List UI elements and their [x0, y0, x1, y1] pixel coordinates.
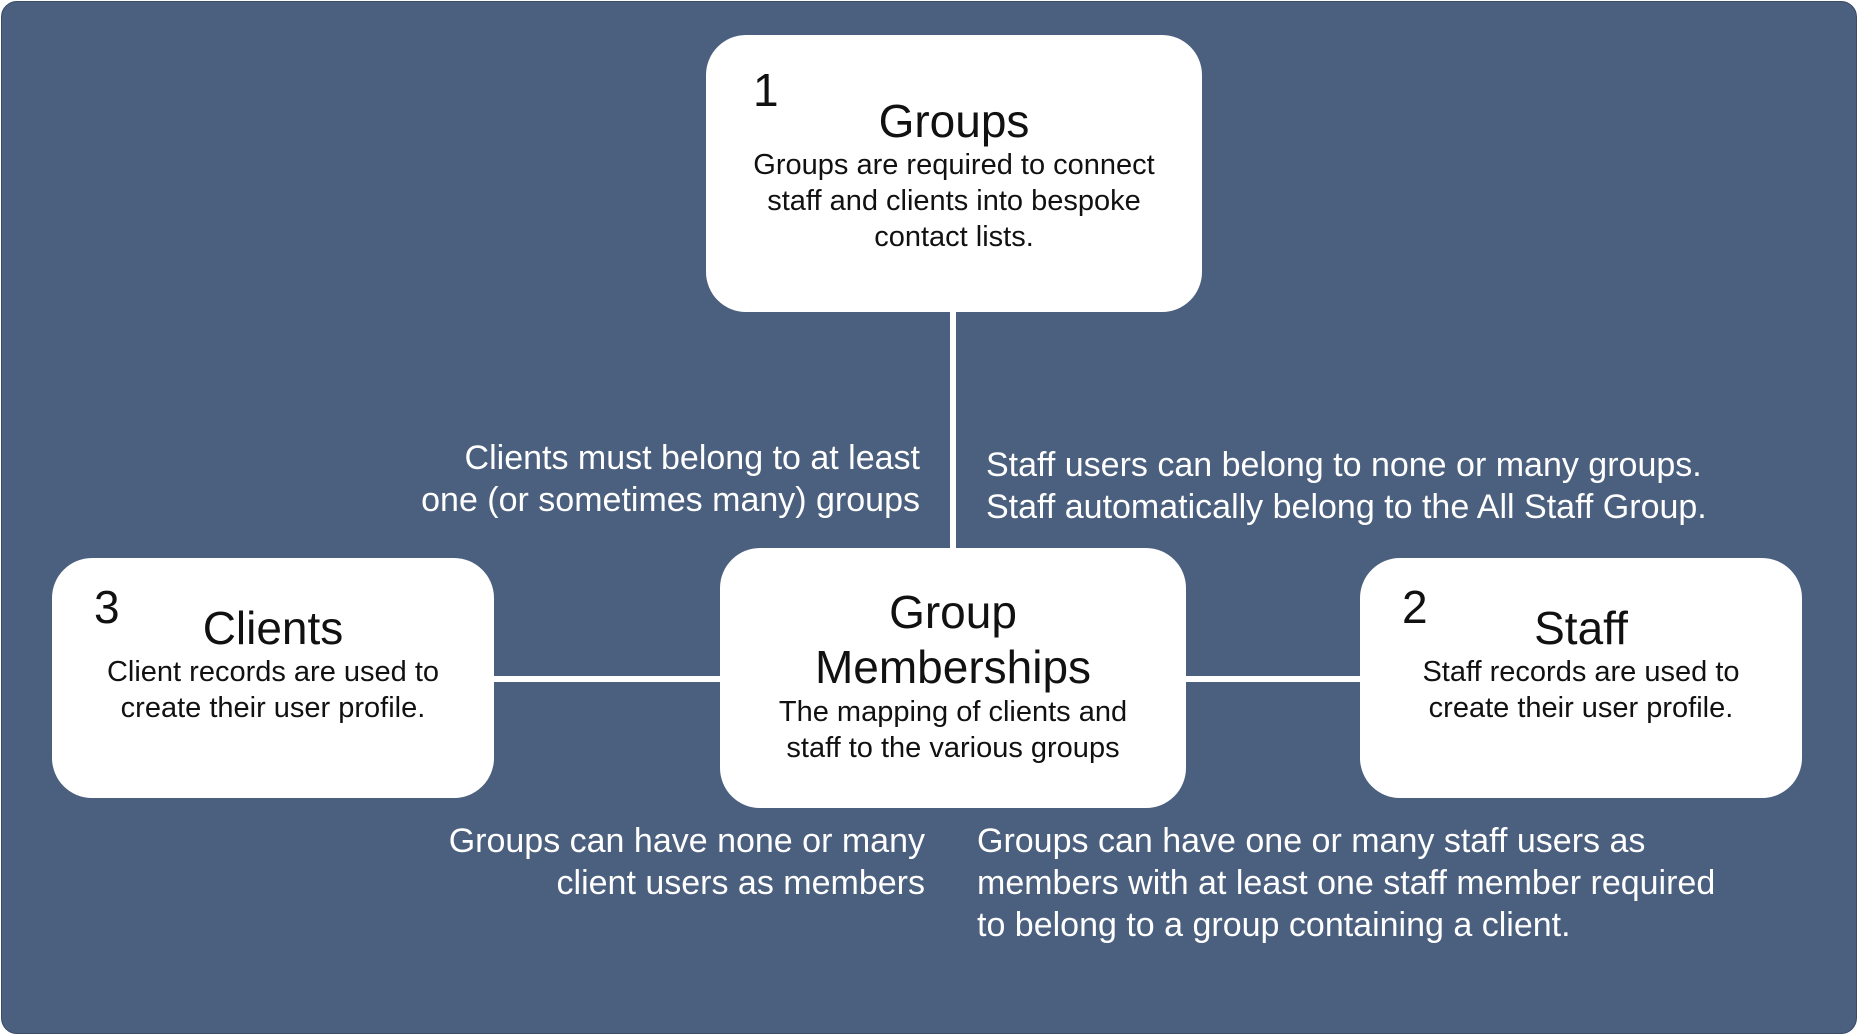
clients-title: Clients: [202, 602, 344, 654]
memberships-description: The mapping of clients and staff to the …: [778, 696, 1128, 764]
connector-memberships-staff: [1184, 676, 1362, 682]
groups-step-number: 1: [753, 64, 779, 116]
note-groups-to-clients: Groups can have none or many client user…: [448, 822, 925, 902]
staff-box: 2 Staff Staff records are used to create…: [1360, 558, 1802, 798]
connector-groups-memberships: [950, 312, 956, 552]
staff-step-number: 2: [1402, 581, 1428, 633]
clients-step-number: 3: [94, 581, 120, 633]
note-staff-to-groups: Staff users can belong to none or many g…: [986, 446, 1707, 526]
memberships-title-line1: Group: [889, 586, 1017, 638]
staff-description: Staff records are used to create their u…: [1422, 656, 1740, 724]
staff-title: Staff: [1534, 602, 1628, 654]
clients-box: 3 Clients Client records are used to cre…: [52, 558, 494, 798]
groups-box: 1 Groups Groups are required to connect …: [706, 35, 1202, 312]
connector-clients-memberships: [492, 676, 722, 682]
note-clients-to-groups: Clients must belong to at least one (or …: [421, 439, 920, 519]
note-groups-to-staff: Groups can have one or many staff users …: [977, 822, 1716, 944]
memberships-title-line2: Memberships: [814, 641, 1092, 693]
clients-description: Client records are used to create their …: [106, 656, 440, 724]
groups-title: Groups: [878, 95, 1030, 147]
groups-description: Groups are required to connect staff and…: [753, 149, 1155, 253]
memberships-box: Group Memberships The mapping of clients…: [720, 548, 1186, 808]
